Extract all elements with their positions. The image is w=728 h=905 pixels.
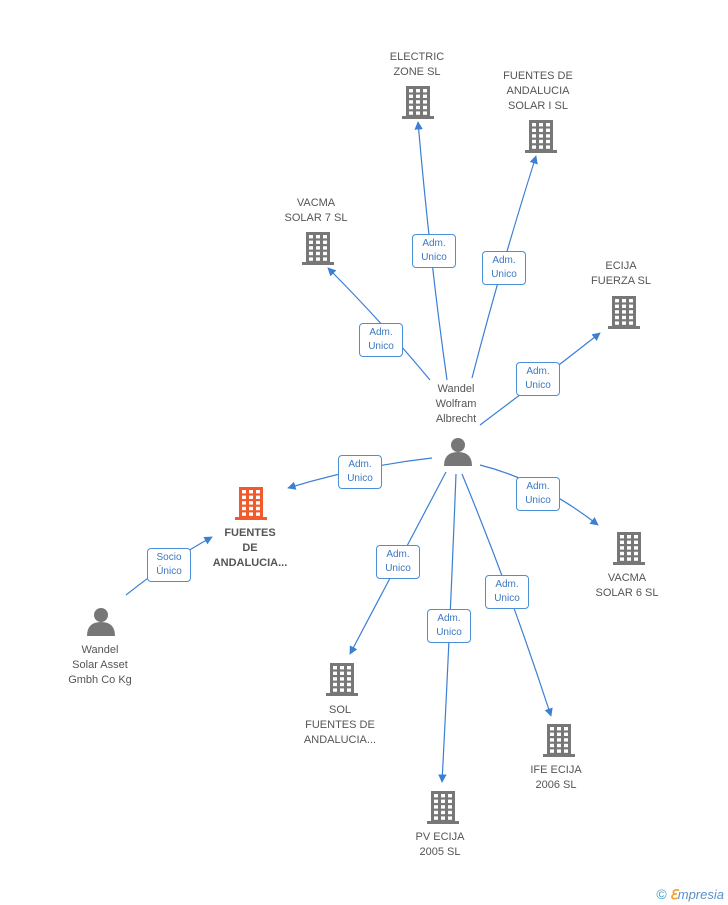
building-icon[interactable]	[525, 120, 557, 153]
building-icon[interactable]	[543, 724, 575, 757]
relation-badge-adm-unico[interactable]: Adm.Unico	[359, 323, 403, 357]
building-icon[interactable]	[613, 532, 645, 565]
building-icon[interactable]	[326, 663, 358, 696]
relation-badge-adm-unico[interactable]: Adm.Unico	[482, 251, 526, 285]
copyright-icon: ©	[656, 886, 667, 902]
building-icon[interactable]	[427, 791, 459, 824]
edge-wandel-to-vacma-7	[327, 267, 431, 381]
building-icon[interactable]	[608, 296, 640, 329]
edges	[125, 121, 601, 783]
relation-badge-adm-unico[interactable]: Adm.Unico	[376, 545, 420, 579]
relation-badge-adm-unico[interactable]: Adm.Unico	[412, 234, 456, 268]
empresia-logo-e: ℇ	[669, 887, 678, 902]
relation-badge-adm-unico[interactable]: Adm.Unico	[427, 609, 471, 643]
empresia-logo-text: mpresia	[677, 887, 724, 902]
relation-badge-adm-unico[interactable]: Adm.Unico	[338, 455, 382, 489]
node-icons	[87, 86, 645, 824]
building-icon[interactable]	[302, 232, 334, 265]
relation-badge-adm-unico[interactable]: Adm.Unico	[516, 362, 560, 396]
building-icon[interactable]	[402, 86, 434, 119]
relation-badge-adm-unico[interactable]: Adm.Unico	[516, 477, 560, 511]
person-icon[interactable]	[444, 438, 472, 466]
person-icon[interactable]	[87, 608, 115, 636]
relation-badge-adm-unico[interactable]: Adm.Unico	[485, 575, 529, 609]
building-icon[interactable]	[235, 487, 267, 520]
empresia-watermark: ©ℇmpresia	[656, 886, 724, 903]
